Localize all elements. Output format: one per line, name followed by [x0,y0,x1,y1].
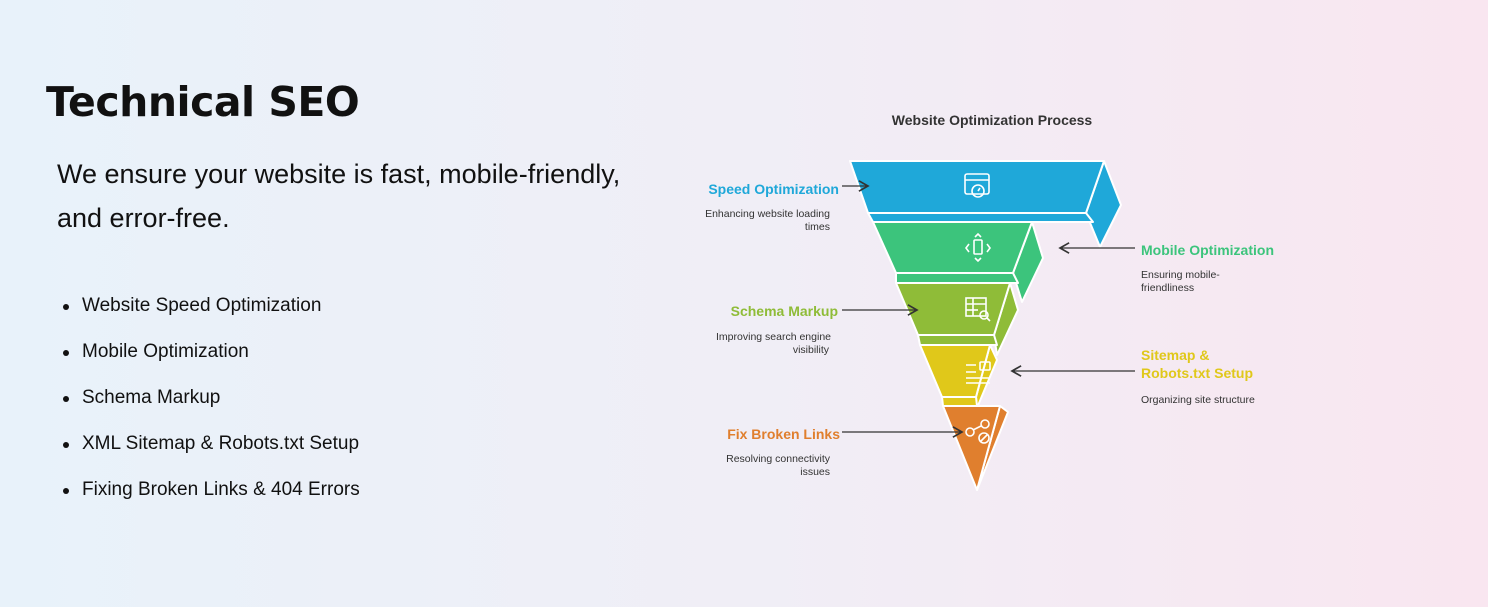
stage-label: Robots.txt Setup [1141,365,1253,381]
broken-link-icon [965,419,990,444]
funnel-layer-mobile [872,221,1044,303]
stage-label: Mobile Optimization [1141,242,1274,258]
lead-text: We ensure your website is fast, mobile-f… [57,159,621,233]
funnel-layer-sitemap [919,344,998,409]
stage-desc: Organizing site structure [1141,394,1255,406]
stage-desc: Resolving connectivity [726,453,831,465]
stage-desc: issues [800,466,830,478]
page-title: Technical SEO [46,78,360,126]
list-item: Schema Markup [63,382,360,428]
stage-desc: Improving search engine [716,331,831,343]
stage-label: Sitemap & [1141,347,1209,363]
funnel-layer-links [942,405,1009,491]
list-item: Fixing Broken Links & 404 Errors [63,474,360,520]
list-item: Mobile Optimization [63,336,360,382]
funnel-layer-schema [895,282,1019,356]
mobile-arrows-icon [965,232,991,263]
funnel-layer-speed [849,160,1122,248]
stage-desc: times [805,221,830,233]
stage-desc: visibility [793,344,830,356]
stage-label: Schema Markup [731,303,838,319]
stage-desc: Enhancing website loading [705,208,830,220]
list-item: Website Speed Optimization [63,290,360,336]
stage-label: Speed Optimization [708,181,839,197]
table-search-icon [965,297,991,322]
robot-list-icon [966,361,991,384]
stage-desc: Ensuring mobile- [1141,269,1220,281]
feature-list: Website Speed Optimization Mobile Optimi… [63,290,360,520]
stage-label: Fix Broken Links [727,426,840,442]
diagram-title: Website Optimization Process [892,112,1093,128]
stage-desc: friendliness [1141,282,1194,294]
list-item: XML Sitemap & Robots.txt Setup [63,428,360,474]
stopwatch-browser-icon [964,173,990,198]
